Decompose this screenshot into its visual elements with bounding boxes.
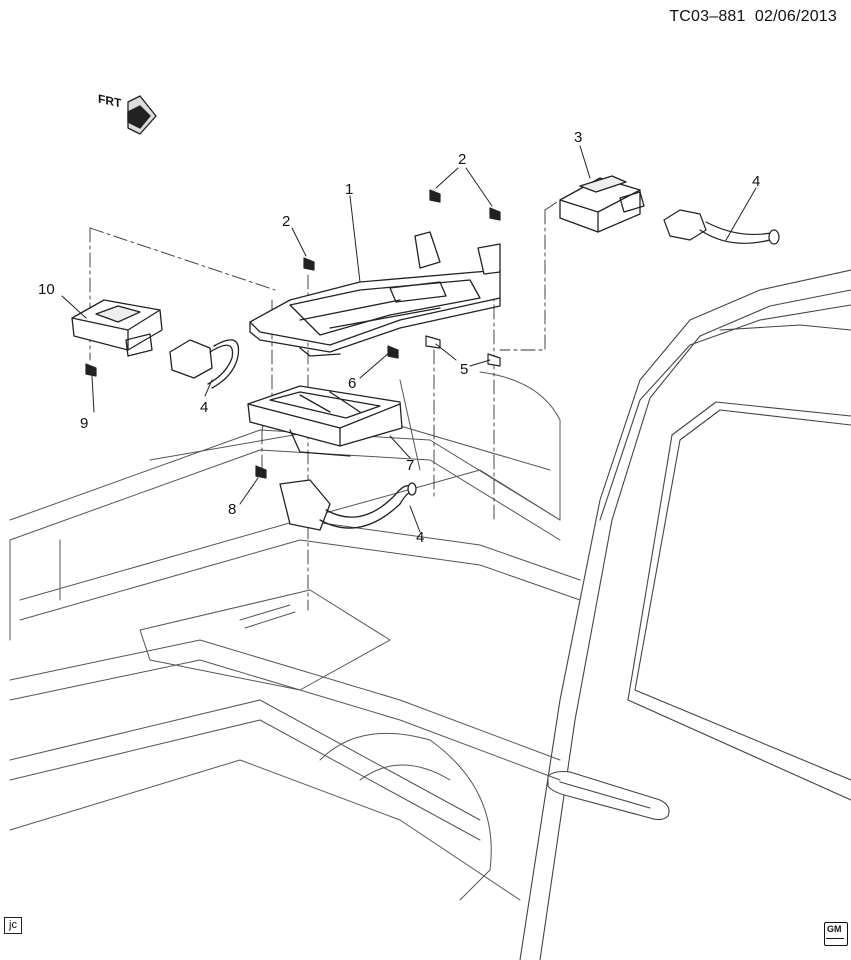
- callout-2-right: 2: [458, 151, 467, 168]
- front-arrow-icon: [127, 95, 157, 135]
- callout-2-left: 2: [282, 213, 291, 230]
- callout-7: 7: [406, 457, 415, 474]
- part-3-sensor-module: [559, 175, 645, 233]
- part-10-module: [71, 299, 163, 357]
- part-1-mounting-bracket: [249, 231, 501, 357]
- bolts: [85, 189, 501, 479]
- gm-logo-icon: GM: [824, 922, 848, 946]
- callout-6: 6: [348, 375, 357, 392]
- part-4-harness-left: [169, 339, 240, 389]
- diagram-code: TC03–881: [669, 8, 746, 25]
- callout-10: 10: [38, 281, 55, 298]
- callout-9: 9: [80, 415, 89, 432]
- callout-4-lower: 4: [416, 529, 425, 546]
- gm-logo-text: GM: [827, 924, 842, 934]
- author-initials-box: jc: [4, 917, 22, 934]
- callout-3: 3: [574, 129, 583, 146]
- part-4-harness-lower: [279, 479, 417, 531]
- callout-4-upper: 4: [752, 173, 761, 190]
- diagram-header: TC03–881 02/06/2013: [669, 8, 837, 26]
- diagram-date: 02/06/2013: [754, 8, 837, 25]
- callout-1: 1: [345, 181, 354, 198]
- callout-5: 5: [460, 361, 469, 378]
- callout-8: 8: [228, 501, 237, 518]
- callout-lines: [61, 145, 757, 533]
- vehicle-frame: [9, 371, 581, 901]
- gm-logo-strip: [826, 938, 844, 944]
- callout-4-left: 4: [200, 399, 209, 416]
- part-4-harness-upper: [663, 209, 780, 245]
- vehicle-cab: [519, 269, 851, 960]
- part-7-control-module: [247, 385, 403, 457]
